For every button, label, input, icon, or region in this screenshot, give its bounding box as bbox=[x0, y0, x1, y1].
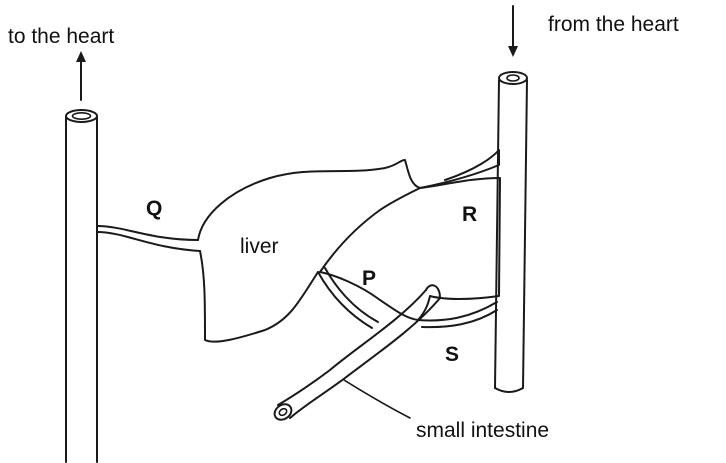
label-s: S bbox=[445, 344, 459, 365]
intestine-leader-line bbox=[344, 380, 410, 418]
arrow-up-icon bbox=[76, 51, 86, 100]
label-p: P bbox=[362, 268, 376, 289]
label-r: R bbox=[462, 204, 477, 225]
from-heart-label: from the heart bbox=[548, 14, 679, 35]
liver-label: liver bbox=[240, 236, 279, 257]
vessel-q bbox=[97, 226, 200, 251]
to-heart-label: to the heart bbox=[8, 26, 114, 47]
vessel-s bbox=[418, 302, 497, 327]
left-blood-vessel bbox=[66, 110, 97, 462]
arrow-down-icon bbox=[508, 6, 518, 57]
small-intestine-label: small intestine bbox=[416, 420, 549, 441]
label-q: Q bbox=[146, 198, 162, 219]
